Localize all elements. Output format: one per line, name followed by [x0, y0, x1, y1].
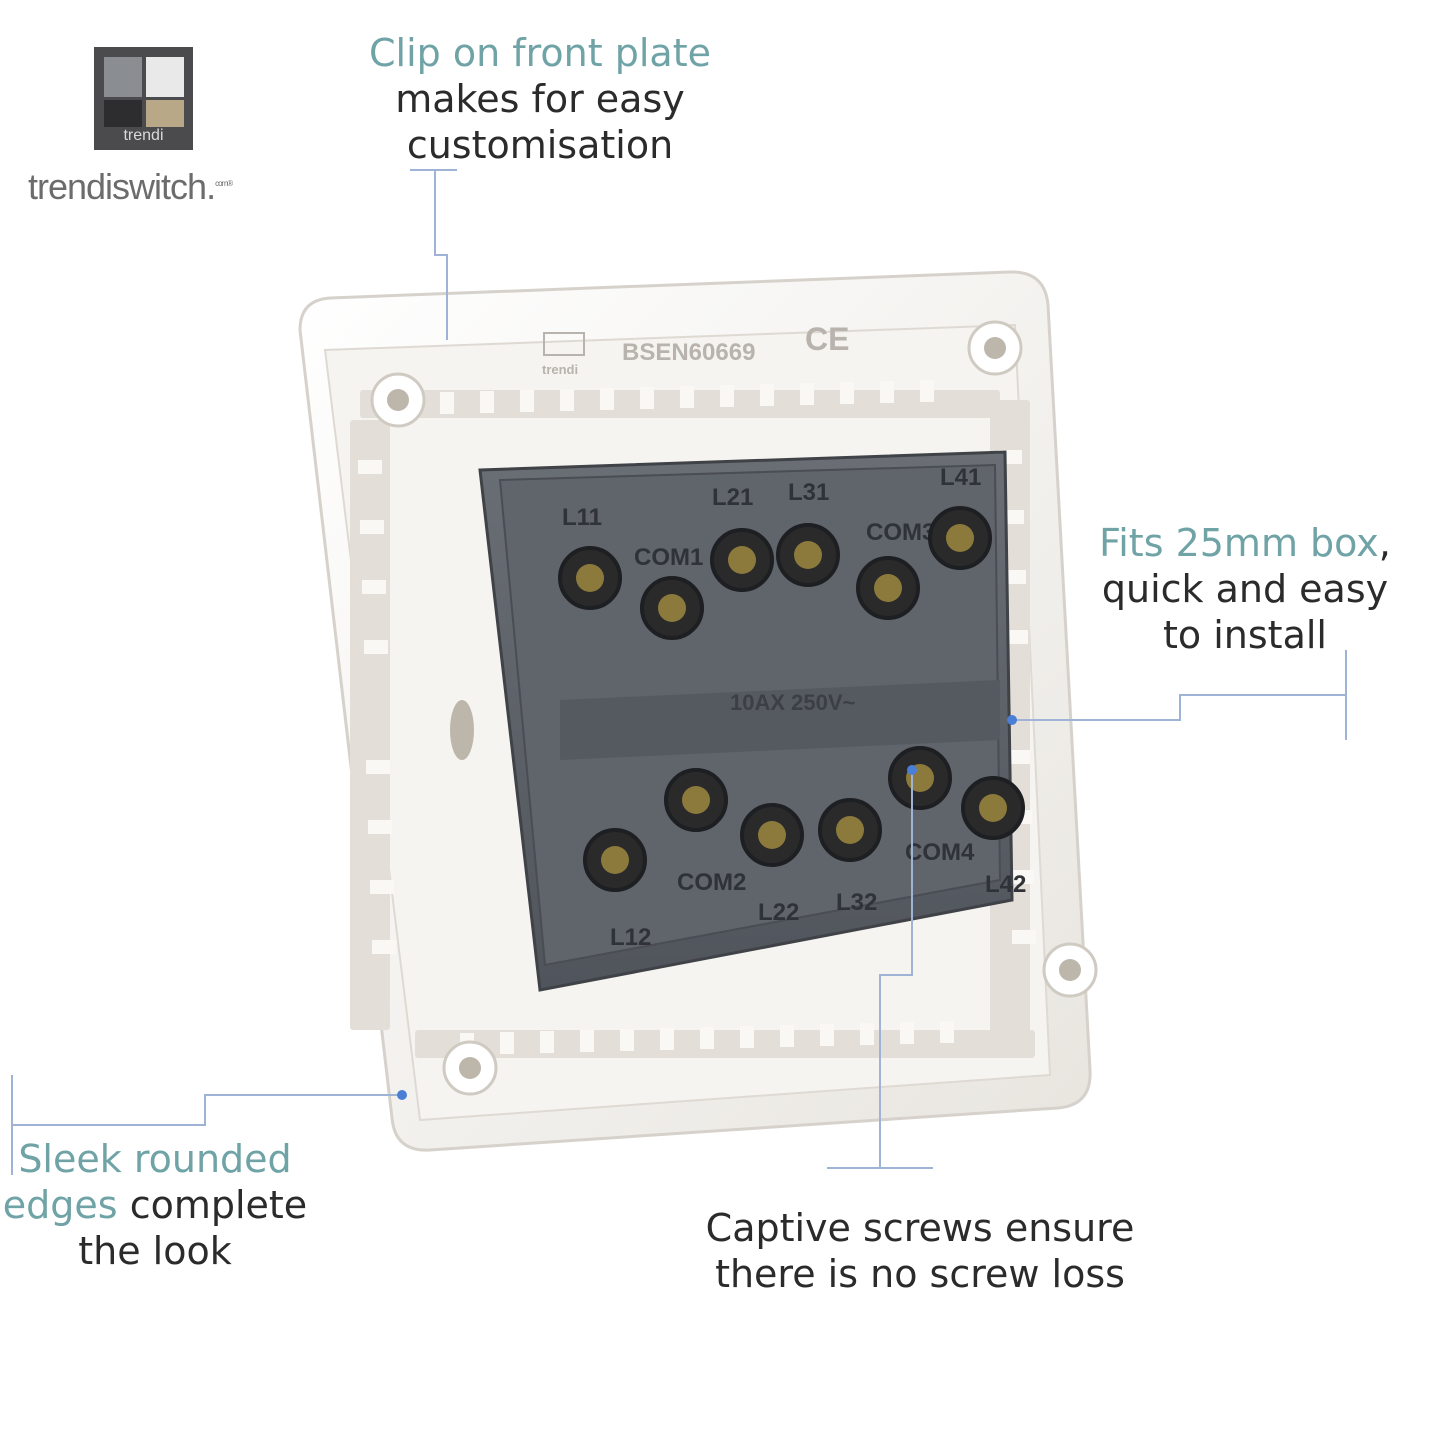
module-center-bar — [560, 680, 1000, 760]
callout-clip-on-accent: Clip on front plate — [369, 31, 711, 75]
terminal-screw-threads — [576, 524, 1007, 874]
callout-clip-on-line2: makes for easy — [395, 77, 685, 121]
mounting-holes — [370, 320, 1098, 1096]
callout-sleek-accent: Sleek rounded — [18, 1137, 292, 1181]
connector-sleek-dot — [397, 1090, 407, 1100]
ce-mark: CE — [805, 321, 849, 357]
module-logo: trendi — [542, 362, 578, 377]
callout-fits-accent: Fits 25mm box — [1099, 521, 1379, 565]
callout-fits-line3: to install — [1163, 613, 1327, 657]
callout-captive: Captive screws ensure there is no screw … — [690, 1205, 1150, 1297]
terminal-label-bottom-1: L12 — [610, 924, 651, 951]
brand-wordmark: trendiswitch.com® — [28, 166, 233, 208]
wordmark-sup: com® — [215, 179, 233, 188]
logo-tile-white — [146, 57, 184, 97]
logo-caption: trendi — [123, 127, 164, 144]
wordmark-dot: . — [206, 166, 216, 207]
terminal-label-top-4: L31 — [788, 479, 829, 506]
callout-sleek-line3: the look — [78, 1229, 232, 1273]
rating-label: 10AX 250V~ — [730, 690, 856, 715]
connector-fits-box — [1012, 694, 1346, 721]
callout-sleek: Sleek rounded edges complete the look — [0, 1136, 310, 1274]
logo-tile-black — [104, 100, 142, 127]
terminal-label-top-3: L21 — [712, 484, 753, 511]
molded-markings: BSEN60669 CE trendi — [542, 321, 849, 377]
terminal-label-bottom-6: L42 — [985, 871, 1026, 898]
terminal-label-bottom-2: COM2 — [677, 869, 746, 896]
connector-sleek — [12, 1094, 402, 1126]
logo-tile-silver — [104, 57, 142, 97]
callout-clip-on-line3: customisation — [406, 123, 674, 167]
terminal-label-top-6: L41 — [940, 464, 981, 491]
terminal-label-top-1: L11 — [562, 504, 602, 531]
callout-sleek-line2-rest: complete — [117, 1183, 308, 1227]
wordmark-text: trendiswitch — [28, 166, 207, 207]
terminal-label-bottom-4: L32 — [836, 889, 877, 916]
terminal-label-bottom-3: L22 — [758, 899, 799, 926]
terminal-label-top-2: COM1 — [634, 544, 703, 571]
callout-captive-line2: there is no screw loss — [715, 1252, 1125, 1296]
standard-mark: BSEN60669 — [622, 339, 755, 366]
callout-fits-comma: , — [1378, 521, 1391, 565]
callout-captive-line1: Captive screws ensure — [705, 1206, 1135, 1250]
callout-clip-on: Clip on front plate makes for easy custo… — [330, 30, 750, 168]
terminal-label-top-5: COM3 — [866, 519, 935, 546]
logo-tile-gold — [146, 100, 184, 127]
connector-captive — [879, 770, 913, 1168]
callout-fits-box: Fits 25mm box, quick and easy to install — [1075, 520, 1415, 658]
connector-captive-dot — [907, 765, 917, 775]
connector-fits-box-dot — [1007, 715, 1017, 725]
callout-sleek-line2-accent: edges — [2, 1183, 118, 1227]
brand-logo: trendi — [94, 47, 193, 150]
callout-fits-line2: quick and easy — [1101, 567, 1389, 611]
terminal-label-bottom-5: COM4 — [905, 839, 975, 866]
